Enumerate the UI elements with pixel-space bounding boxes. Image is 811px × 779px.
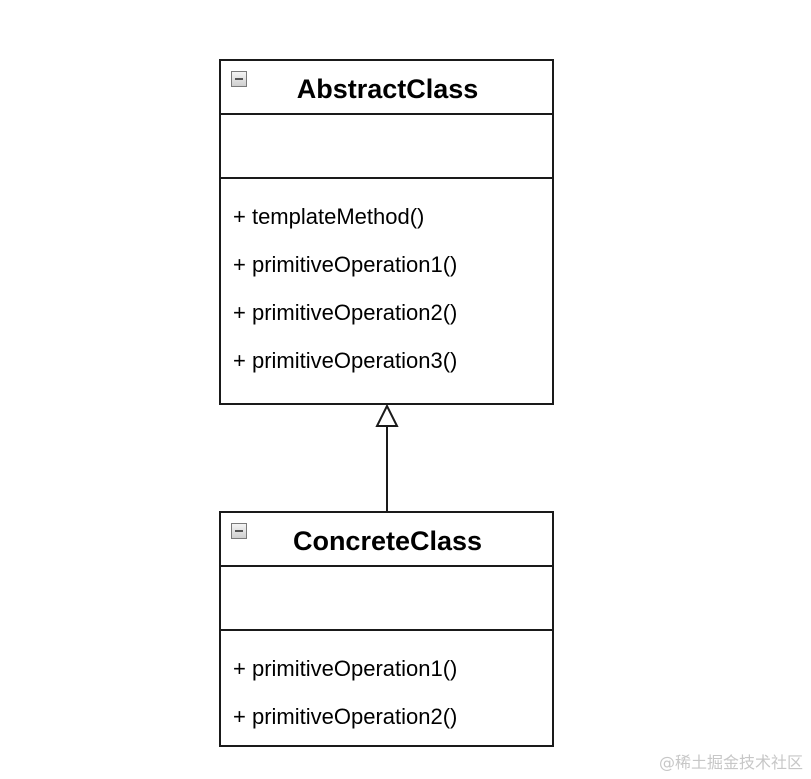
method-item: + primitiveOperation3()	[233, 348, 458, 373]
method-item: + templateMethod()	[233, 204, 425, 229]
watermark: @稀土掘金技术社区	[658, 753, 803, 772]
attributes-section	[221, 567, 552, 631]
method-item: + primitiveOperation2()	[233, 300, 458, 325]
class-name: ConcreteClass	[292, 526, 483, 556]
uml-class-abstractclass[interactable]: AbstractClass + templateMethod() + primi…	[219, 59, 554, 405]
class-header: AbstractClass	[221, 61, 552, 115]
attributes-section	[221, 115, 552, 179]
methods-section: + templateMethod() + primitiveOperation1…	[221, 179, 552, 388]
method-item: + primitiveOperation2()	[233, 704, 458, 729]
method-item: + primitiveOperation1()	[233, 656, 458, 681]
generalization-arrowhead	[375, 403, 399, 427]
collapse-minus-icon[interactable]	[231, 71, 247, 87]
uml-class-concreteclass[interactable]: ConcreteClass + primitiveOperation1() + …	[219, 511, 554, 747]
method-item: + primitiveOperation1()	[233, 252, 458, 277]
methods-section: + primitiveOperation1() + primitiveOpera…	[221, 631, 552, 744]
collapse-minus-icon[interactable]	[231, 523, 247, 539]
class-header: ConcreteClass	[221, 513, 552, 567]
class-name: AbstractClass	[296, 74, 479, 104]
